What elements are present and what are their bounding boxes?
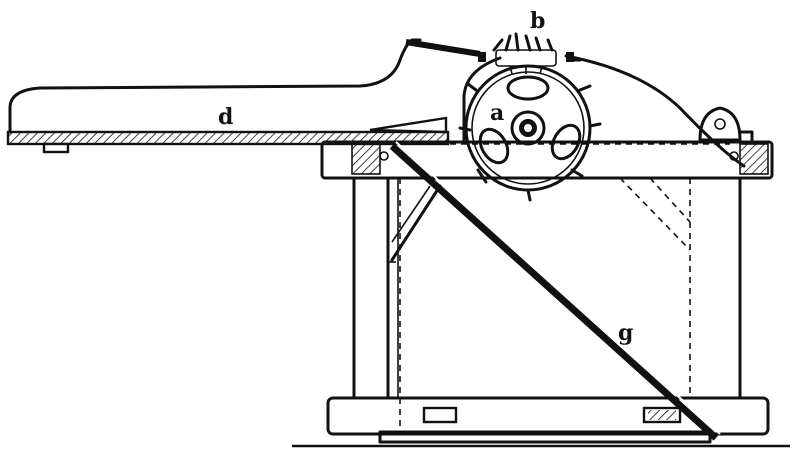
base-plinth — [326, 396, 770, 444]
diagonal-strut — [389, 141, 721, 441]
label-b: b — [530, 8, 545, 34]
label-g: g — [618, 320, 633, 346]
drum-housing — [405, 39, 754, 168]
label-a: a — [490, 100, 504, 126]
label-d: d — [218, 104, 233, 130]
feed-table — [6, 38, 450, 154]
frame-legs — [352, 176, 742, 400]
table-top — [320, 140, 774, 180]
drum — [458, 64, 602, 202]
beater-teeth — [492, 32, 557, 75]
